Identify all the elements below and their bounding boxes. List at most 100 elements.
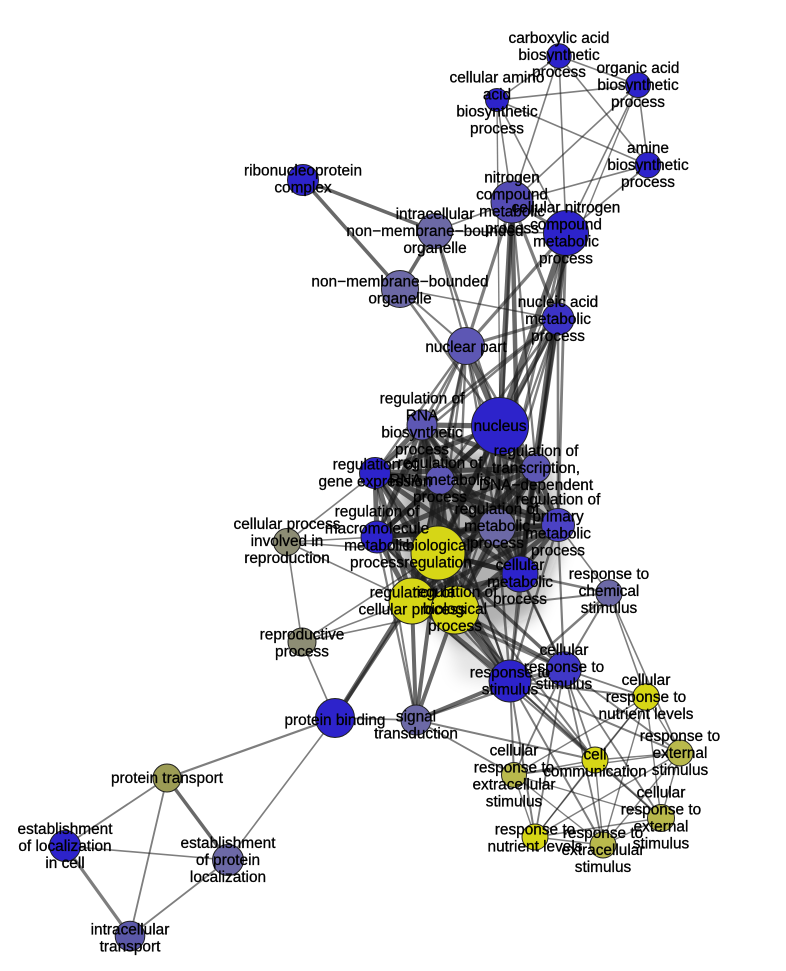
svg-text:localization: localization: [190, 869, 266, 886]
svg-text:metabolic: metabolic: [525, 311, 591, 328]
svg-text:nucleus: nucleus: [473, 418, 526, 435]
svg-text:macromolecule: macromolecule: [325, 521, 429, 538]
svg-text:process: process: [531, 328, 585, 345]
svg-text:of protein: of protein: [196, 852, 260, 869]
svg-text:response to: response to: [606, 689, 686, 706]
svg-text:process: process: [470, 535, 524, 552]
svg-text:primary: primary: [532, 509, 584, 526]
svg-text:transduction: transduction: [374, 726, 458, 743]
svg-text:cellular: cellular: [496, 557, 545, 574]
svg-text:regulation of: regulation of: [413, 584, 498, 601]
svg-text:regulation of: regulation of: [335, 504, 420, 521]
svg-text:of localization: of localization: [18, 838, 111, 855]
svg-text:stimulus: stimulus: [633, 836, 690, 853]
svg-text:protein binding: protein binding: [285, 712, 386, 729]
svg-text:establishment: establishment: [181, 835, 277, 852]
svg-text:organelle: organelle: [368, 291, 431, 308]
svg-text:in cell: in cell: [45, 855, 84, 872]
svg-text:response to: response to: [569, 566, 649, 583]
svg-text:biosynthetic: biosynthetic: [518, 47, 600, 64]
svg-text:chemical: chemical: [579, 583, 640, 600]
svg-text:stimulus: stimulus: [575, 859, 632, 876]
svg-text:regulation of: regulation of: [516, 492, 601, 509]
svg-text:nuclear part: nuclear part: [425, 339, 507, 356]
svg-text:process: process: [350, 555, 404, 572]
svg-text:reproductive: reproductive: [260, 627, 345, 644]
svg-text:nutrient levels: nutrient levels: [488, 839, 583, 856]
svg-text:biosynthetic: biosynthetic: [597, 77, 679, 94]
svg-text:transcription,: transcription,: [492, 460, 580, 477]
svg-text:process: process: [395, 442, 449, 459]
svg-text:cellular: cellular: [622, 672, 671, 689]
svg-text:regulation of: regulation of: [398, 455, 483, 472]
svg-text:carboxylic acid: carboxylic acid: [509, 30, 610, 47]
svg-text:biosynthetic: biosynthetic: [381, 425, 463, 442]
svg-text:metabolic: metabolic: [533, 234, 599, 251]
svg-text:signal: signal: [396, 709, 436, 726]
svg-text:regulation of: regulation of: [455, 501, 540, 518]
svg-text:compound: compound: [476, 187, 548, 204]
svg-text:reproduction: reproduction: [244, 550, 330, 567]
svg-text:cellular: cellular: [540, 642, 589, 659]
svg-text:process: process: [532, 64, 586, 81]
svg-text:process: process: [621, 174, 675, 191]
svg-text:organic acid: organic acid: [597, 60, 680, 77]
svg-text:cellular: cellular: [637, 785, 686, 802]
svg-text:regulation of: regulation of: [494, 443, 579, 460]
svg-text:intracellular: intracellular: [396, 206, 475, 223]
svg-text:cellular amino: cellular amino: [450, 70, 545, 87]
svg-text:process: process: [611, 94, 665, 111]
svg-text:regulation: regulation: [404, 555, 472, 572]
svg-text:process: process: [539, 251, 593, 268]
svg-text:compound: compound: [530, 217, 602, 234]
svg-text:response to: response to: [470, 665, 550, 682]
svg-text:extracellular: extracellular: [562, 842, 645, 859]
svg-text:cellular process: cellular process: [234, 516, 341, 533]
svg-text:establishment: establishment: [18, 821, 114, 838]
svg-text:cellular nitrogen: cellular nitrogen: [512, 200, 621, 217]
svg-text:response to: response to: [524, 659, 604, 676]
svg-text:non−membrane−bounded: non−membrane−bounded: [311, 274, 488, 291]
svg-text:metabolic: metabolic: [479, 204, 545, 221]
svg-text:metabolic: metabolic: [525, 526, 591, 543]
svg-text:non−membrane−bounded: non−membrane−bounded: [346, 223, 523, 240]
svg-text:biological: biological: [423, 601, 487, 618]
svg-text:response to: response to: [640, 728, 720, 745]
svg-text:acid: acid: [483, 87, 511, 104]
svg-text:response to: response to: [474, 760, 554, 777]
svg-text:stimulus: stimulus: [581, 600, 638, 617]
svg-text:transport: transport: [100, 939, 161, 956]
svg-text:DNA−dependent: DNA−dependent: [479, 477, 594, 494]
svg-text:organelle: organelle: [403, 240, 466, 257]
svg-text:intracellular: intracellular: [91, 922, 170, 939]
svg-text:communication: communication: [543, 764, 647, 781]
svg-text:biological: biological: [406, 538, 470, 555]
svg-text:stimulus: stimulus: [652, 762, 709, 779]
svg-text:cell: cell: [583, 747, 606, 764]
svg-text:process: process: [485, 221, 539, 238]
svg-text:regulation of: regulation of: [333, 457, 418, 474]
svg-text:nutrient levels: nutrient levels: [599, 706, 694, 723]
svg-text:metabolic: metabolic: [344, 538, 410, 555]
svg-text:stimulus: stimulus: [486, 794, 543, 811]
svg-text:protein transport: protein transport: [111, 770, 224, 787]
svg-text:biosynthetic: biosynthetic: [607, 157, 689, 174]
svg-text:process: process: [413, 489, 467, 506]
svg-text:involved in: involved in: [251, 533, 324, 550]
svg-text:process: process: [428, 618, 482, 635]
svg-text:process: process: [470, 121, 524, 138]
svg-text:response to: response to: [621, 802, 701, 819]
svg-text:stimulus: stimulus: [536, 676, 593, 693]
svg-text:nucleic acid: nucleic acid: [518, 294, 598, 311]
svg-text:process: process: [493, 591, 547, 608]
svg-text:external: external: [653, 745, 708, 762]
svg-text:response to: response to: [495, 822, 575, 839]
svg-text:metabolic: metabolic: [487, 574, 553, 591]
svg-text:biosynthetic: biosynthetic: [456, 104, 538, 121]
svg-text:amine: amine: [627, 140, 669, 157]
svg-text:external: external: [634, 819, 689, 836]
svg-text:gene expression: gene expression: [319, 474, 432, 491]
svg-text:cellular: cellular: [490, 743, 539, 760]
svg-text:extracellular: extracellular: [473, 777, 556, 794]
svg-text:complex: complex: [274, 180, 332, 197]
